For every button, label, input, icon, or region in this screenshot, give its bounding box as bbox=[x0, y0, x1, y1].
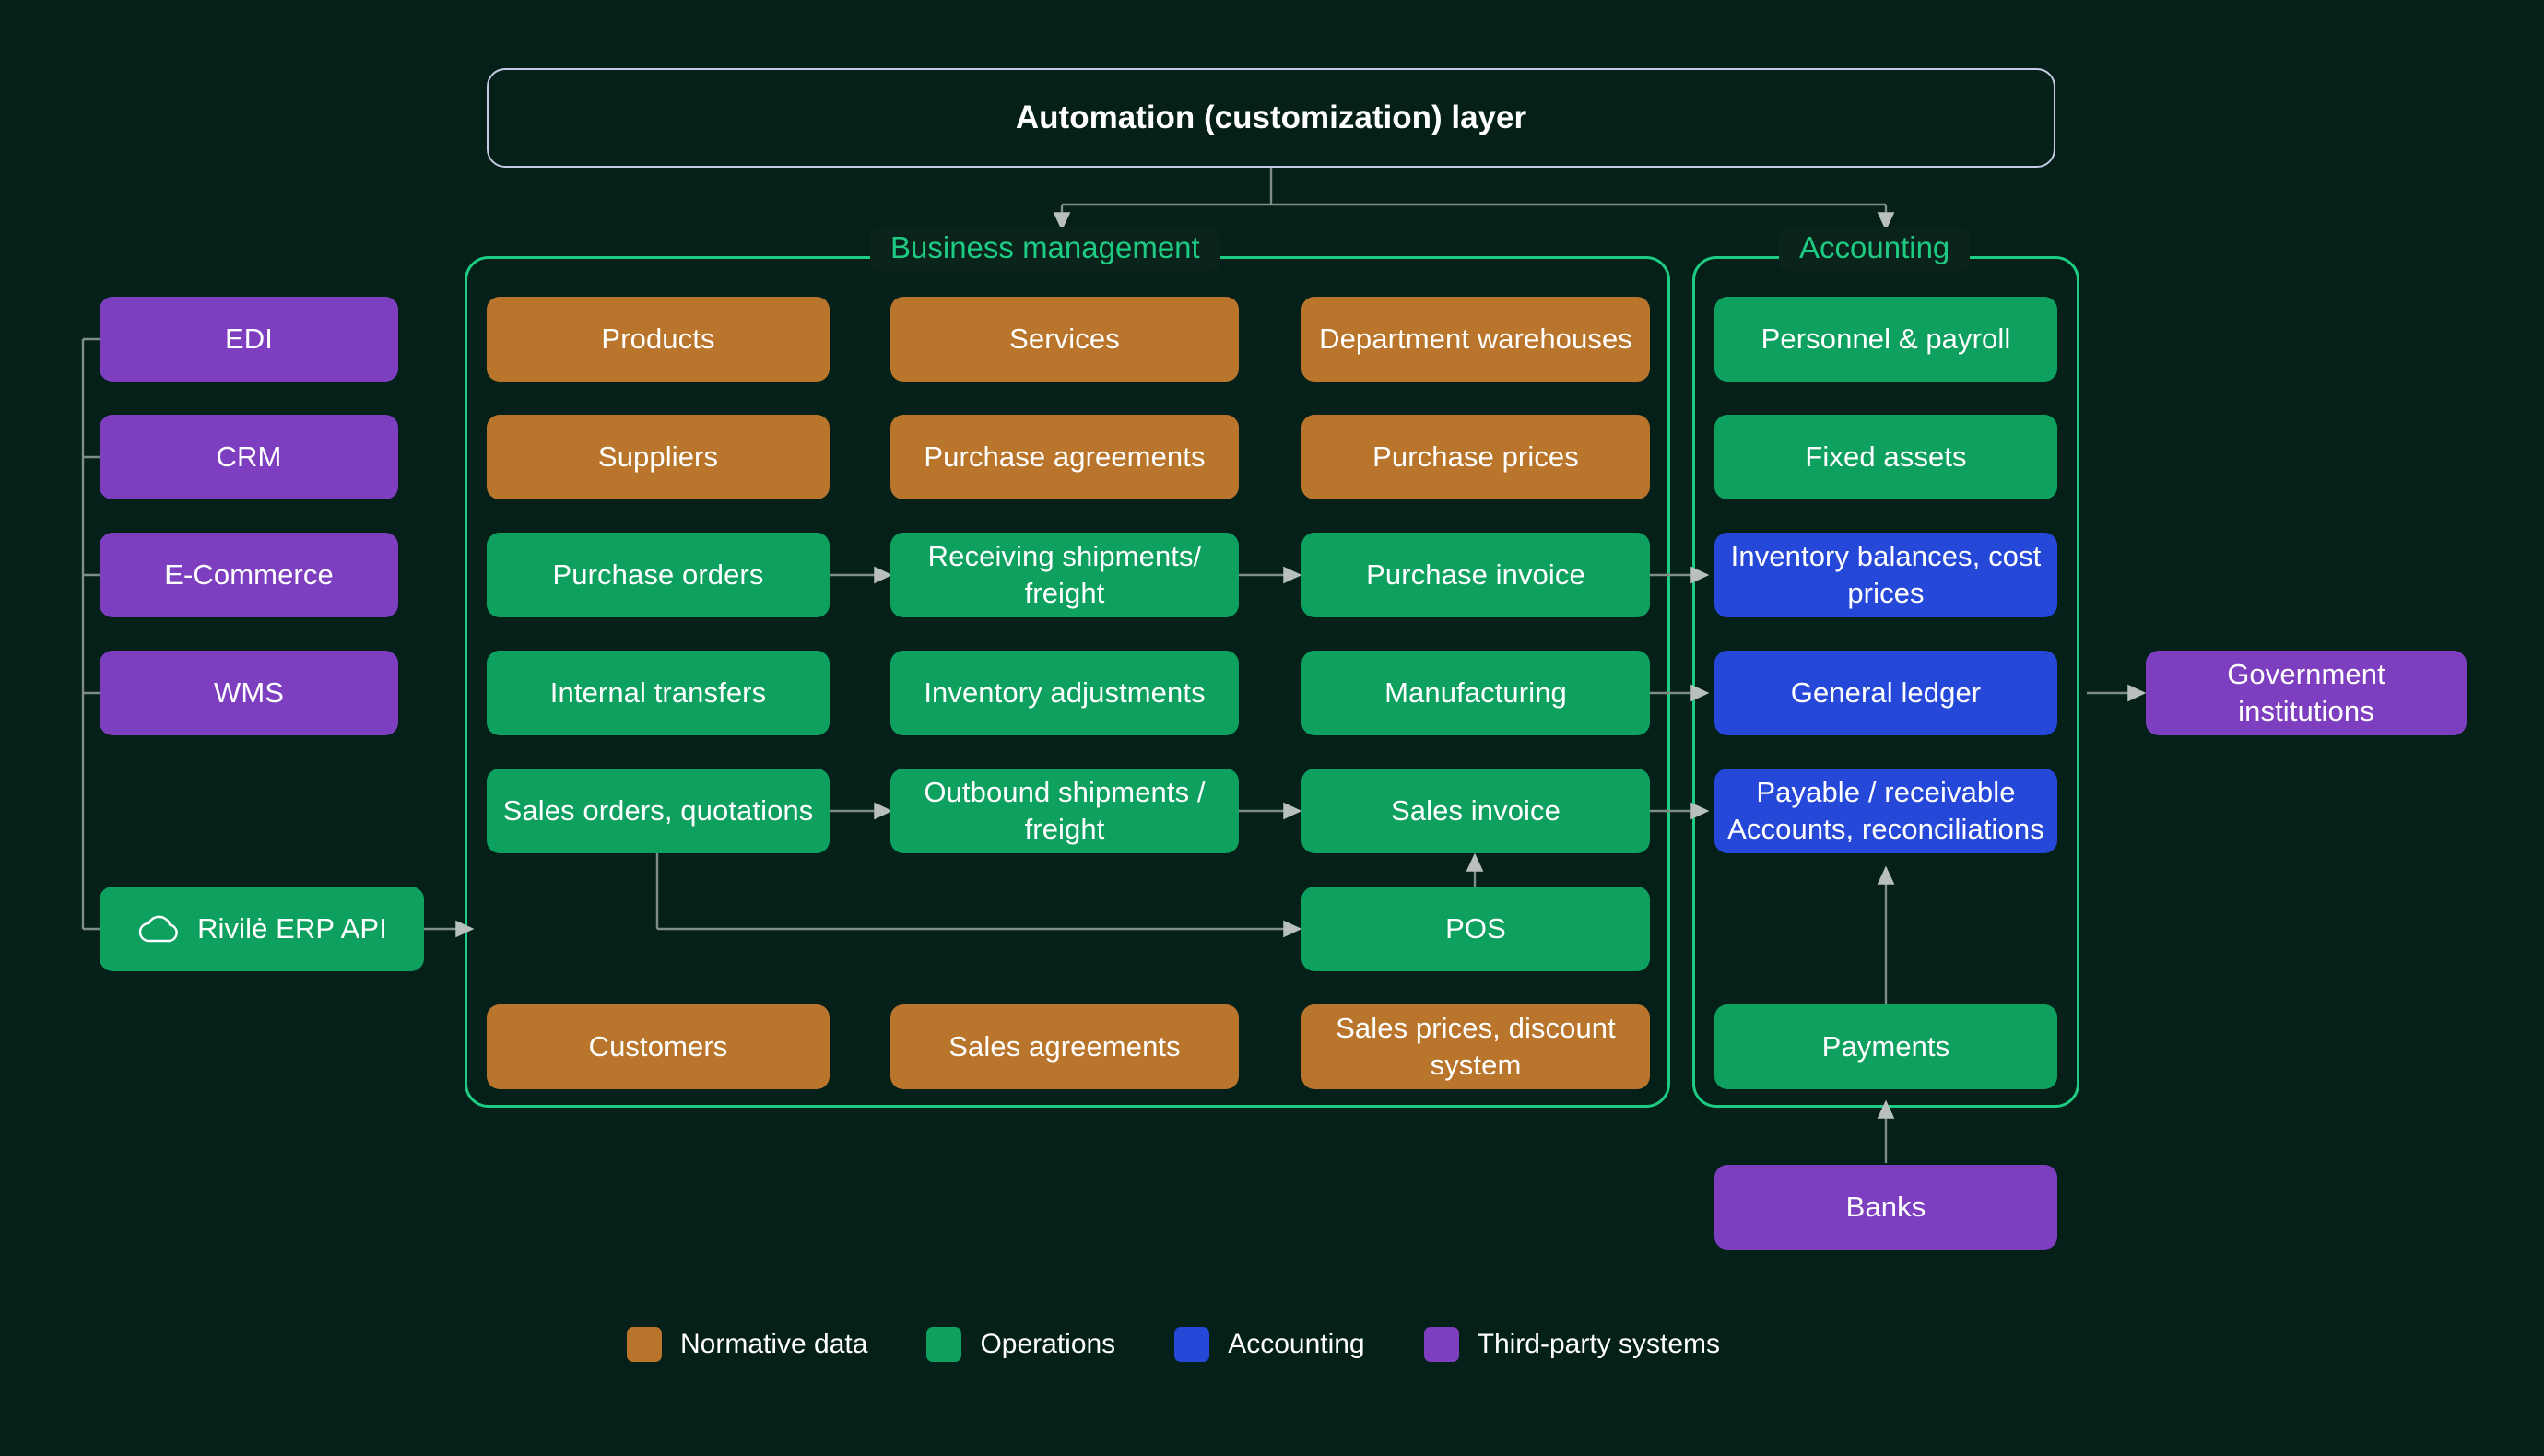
bm-node-receiving-shipments-freight[interactable]: Receiving shipments/ freight bbox=[890, 533, 1239, 617]
ac-node-inventory-balances-cost-prices[interactable]: Inventory balances, cost prices bbox=[1714, 533, 2057, 617]
bm-node-sales-agreements[interactable]: Sales agreements bbox=[890, 1004, 1239, 1089]
ac-node-payable-receivable-accounts[interactable]: Payable / receivable Accounts, reconcili… bbox=[1714, 769, 2057, 853]
bm-node-sales-invoice[interactable]: Sales invoice bbox=[1301, 769, 1650, 853]
legend-swatch-third-party bbox=[1423, 1327, 1459, 1362]
bm-node-services[interactable]: Services bbox=[890, 297, 1239, 382]
legend-label-accounting: Accounting bbox=[1228, 1329, 1365, 1359]
legend-item-accounting: Accounting bbox=[1174, 1327, 1365, 1362]
third-party-node-edi[interactable]: EDI bbox=[100, 297, 398, 382]
legend-label-third-party: Third-party systems bbox=[1477, 1329, 1721, 1359]
bm-node-department-warehouses[interactable]: Department warehouses bbox=[1301, 297, 1650, 382]
legend-item-operations: Operations bbox=[926, 1327, 1115, 1362]
bm-node-manufacturing[interactable]: Manufacturing bbox=[1301, 651, 1650, 735]
bm-node-sales-orders-quotations[interactable]: Sales orders, quotations bbox=[487, 769, 830, 853]
bm-node-suppliers[interactable]: Suppliers bbox=[487, 415, 830, 499]
bm-node-purchase-agreements[interactable]: Purchase agreements bbox=[890, 415, 1239, 499]
automation-layer-title: Automation (customization) layer bbox=[1015, 100, 1527, 135]
cloud-icon bbox=[136, 914, 181, 944]
rivile-erp-api-label: Rivilė ERP API bbox=[197, 912, 387, 945]
third-party-node-crm[interactable]: CRM bbox=[100, 415, 398, 499]
third-party-node-wms[interactable]: WMS bbox=[100, 651, 398, 735]
bm-node-customers[interactable]: Customers bbox=[487, 1004, 830, 1089]
ac-node-personnel-payroll[interactable]: Personnel & payroll bbox=[1714, 297, 2057, 382]
bm-node-products[interactable]: Products bbox=[487, 297, 830, 382]
legend-swatch-accounting bbox=[1174, 1327, 1210, 1362]
legend-label-operations: Operations bbox=[980, 1329, 1116, 1359]
legend-item-normative-data: Normative data bbox=[627, 1327, 867, 1362]
external-node-government-institutions[interactable]: Government institutions bbox=[2146, 651, 2467, 735]
bm-node-purchase-invoice[interactable]: Purchase invoice bbox=[1301, 533, 1650, 617]
third-party-node-ecommerce[interactable]: E-Commerce bbox=[100, 533, 398, 617]
ac-node-general-ledger[interactable]: General ledger bbox=[1714, 651, 2057, 735]
accounting-title: Accounting bbox=[1779, 227, 1971, 271]
bm-node-internal-transfers[interactable]: Internal transfers bbox=[487, 651, 830, 735]
bm-node-inventory-adjustments[interactable]: Inventory adjustments bbox=[890, 651, 1239, 735]
automation-layer-box: Automation (customization) layer bbox=[487, 68, 2055, 168]
bm-node-pos[interactable]: POS bbox=[1301, 887, 1650, 971]
ac-node-fixed-assets[interactable]: Fixed assets bbox=[1714, 415, 2057, 499]
external-node-banks[interactable]: Banks bbox=[1714, 1165, 2057, 1250]
bm-node-sales-prices-discount-system[interactable]: Sales prices, discount system bbox=[1301, 1004, 1650, 1089]
legend: Normative data Operations Accounting Thi… bbox=[627, 1327, 1720, 1362]
business-management-title: Business management bbox=[870, 227, 1220, 271]
bm-node-purchase-prices[interactable]: Purchase prices bbox=[1301, 415, 1650, 499]
ac-node-payments[interactable]: Payments bbox=[1714, 1004, 2057, 1089]
rivile-erp-api-node[interactable]: Rivilė ERP API bbox=[100, 887, 424, 971]
bm-node-outbound-shipments-freight[interactable]: Outbound shipments / freight bbox=[890, 769, 1239, 853]
legend-label-normative: Normative data bbox=[680, 1329, 868, 1359]
legend-swatch-normative bbox=[627, 1327, 662, 1362]
bm-node-purchase-orders[interactable]: Purchase orders bbox=[487, 533, 830, 617]
legend-swatch-operations bbox=[926, 1327, 962, 1362]
legend-item-third-party-systems: Third-party systems bbox=[1423, 1327, 1721, 1362]
